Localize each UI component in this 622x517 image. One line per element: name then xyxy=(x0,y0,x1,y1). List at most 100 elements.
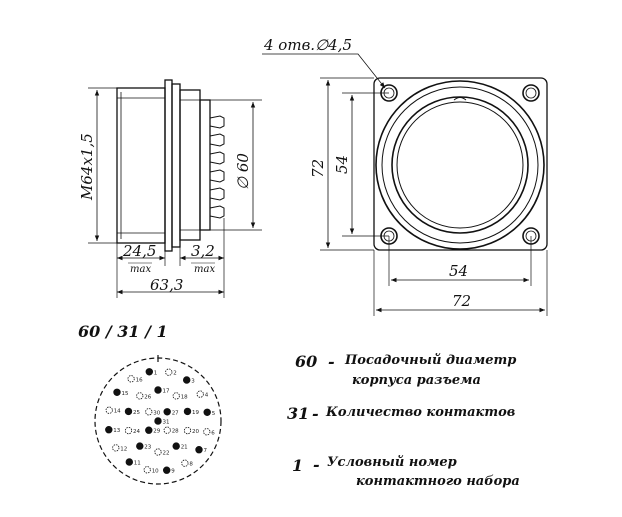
length-b-label: 3,2 xyxy=(191,242,215,260)
contact-tails xyxy=(209,115,225,219)
legend-text-1a: Посадочный диаметр xyxy=(345,353,517,368)
flange-inner-h-label: 54 xyxy=(449,262,468,280)
legend-text-2: Количество контактов xyxy=(326,405,516,420)
length-a-label: 24,5 xyxy=(122,242,156,260)
pin-7 xyxy=(195,446,203,454)
pin-label-23: 23 xyxy=(144,445,151,451)
length-a-max: max xyxy=(130,264,151,275)
flange-side xyxy=(164,79,173,252)
pin-label-28: 28 xyxy=(172,429,179,435)
legend-dash-1: - xyxy=(328,352,335,371)
pin-label-9: 9 xyxy=(171,469,175,475)
pin-30 xyxy=(145,408,153,416)
diameter-label: ∅ 60 xyxy=(234,153,252,190)
pin-26 xyxy=(136,392,144,400)
connector-body xyxy=(116,87,166,244)
pin-22 xyxy=(154,448,162,456)
hole-leader xyxy=(262,53,386,89)
pin-16 xyxy=(127,375,135,383)
pin-label-25: 25 xyxy=(133,410,140,416)
pin-label-15: 15 xyxy=(122,391,129,397)
pin-label-22: 22 xyxy=(163,451,170,457)
flange-outer-h-label: 72 xyxy=(452,292,471,310)
pin-29 xyxy=(145,426,153,434)
pin-9 xyxy=(163,466,171,474)
pin-1 xyxy=(145,368,154,376)
pin-11 xyxy=(125,458,134,466)
flange-outer-v-label: 72 xyxy=(309,159,327,178)
pin-20 xyxy=(183,426,192,435)
pin-label-6: 6 xyxy=(211,430,215,436)
pin-label-3: 3 xyxy=(191,379,195,385)
pin-label-21: 21 xyxy=(181,445,188,451)
legend-dash-3: - xyxy=(313,455,320,474)
length-b-max: max xyxy=(194,264,215,275)
pin-label-2: 2 xyxy=(173,371,177,377)
flange-inner-v-label: 54 xyxy=(333,155,351,174)
pin-14 xyxy=(105,406,113,414)
pin-2 xyxy=(165,368,173,376)
pin-label-30: 30 xyxy=(153,410,160,416)
pin-label-14: 14 xyxy=(114,409,121,415)
pin-label-17: 17 xyxy=(163,389,170,395)
side-view xyxy=(88,79,262,298)
pin-28 xyxy=(163,426,171,434)
pin-17 xyxy=(154,386,162,394)
legend-text-3b: контактного набора xyxy=(356,474,520,489)
pin-23 xyxy=(136,442,144,450)
pin-12 xyxy=(112,444,120,452)
pin-label-16: 16 xyxy=(136,377,143,383)
pin-31 xyxy=(154,417,162,425)
pin-15 xyxy=(113,388,121,396)
pin-label-11: 11 xyxy=(134,461,141,467)
pin-label-27: 27 xyxy=(172,410,179,416)
pin-21 xyxy=(172,442,180,450)
legend-num-3: 1 xyxy=(292,456,304,475)
pin-label-5: 5 xyxy=(212,411,216,417)
pin-label-13: 13 xyxy=(113,428,120,434)
pin-label-24: 24 xyxy=(133,429,140,435)
pin-label-20: 20 xyxy=(192,429,199,435)
pin-label-1: 1 xyxy=(154,370,158,376)
pin-label-31: 31 xyxy=(163,420,170,426)
pin-label-18: 18 xyxy=(181,394,188,400)
pin-3 xyxy=(183,376,191,384)
legend-num-2: 31 xyxy=(287,404,310,423)
inner-ring xyxy=(391,96,529,234)
pin-19 xyxy=(183,407,192,416)
pin-label-8: 8 xyxy=(189,462,193,468)
pin-label-12: 12 xyxy=(120,446,127,452)
pin-8 xyxy=(181,459,189,467)
pin-13 xyxy=(105,426,113,434)
pin-label-29: 29 xyxy=(153,429,160,435)
pin-24 xyxy=(124,426,133,435)
pin-label-19: 19 xyxy=(192,410,199,416)
pin-6 xyxy=(203,428,211,436)
rear-nut xyxy=(179,89,201,241)
pin-5 xyxy=(203,408,211,416)
pin-label-7: 7 xyxy=(204,448,208,454)
total-length-label: 63,3 xyxy=(150,276,183,294)
pin-label-4: 4 xyxy=(205,393,209,399)
pin-18 xyxy=(172,392,180,400)
pin-25 xyxy=(124,407,133,416)
mounting-holes xyxy=(380,84,540,245)
outer-ring xyxy=(375,80,545,250)
key-notch xyxy=(453,97,467,101)
front-view xyxy=(262,53,548,316)
legend-num-1: 60 xyxy=(295,352,318,371)
legend-text-1b: корпуса разъема xyxy=(352,373,481,388)
pin-4 xyxy=(196,390,204,398)
pin-label-10: 10 xyxy=(152,468,159,474)
legend-text-3a: Условный номер xyxy=(327,455,457,470)
pin-label-26: 26 xyxy=(144,394,151,400)
connector-code: 60 / 31 / 1 xyxy=(78,322,168,341)
pin-10 xyxy=(143,466,151,474)
legend-dash-2: - xyxy=(312,404,319,423)
pin-27 xyxy=(163,408,171,416)
hole-note: 4 отв.∅4,5 xyxy=(263,36,352,54)
flange-square xyxy=(373,77,548,251)
